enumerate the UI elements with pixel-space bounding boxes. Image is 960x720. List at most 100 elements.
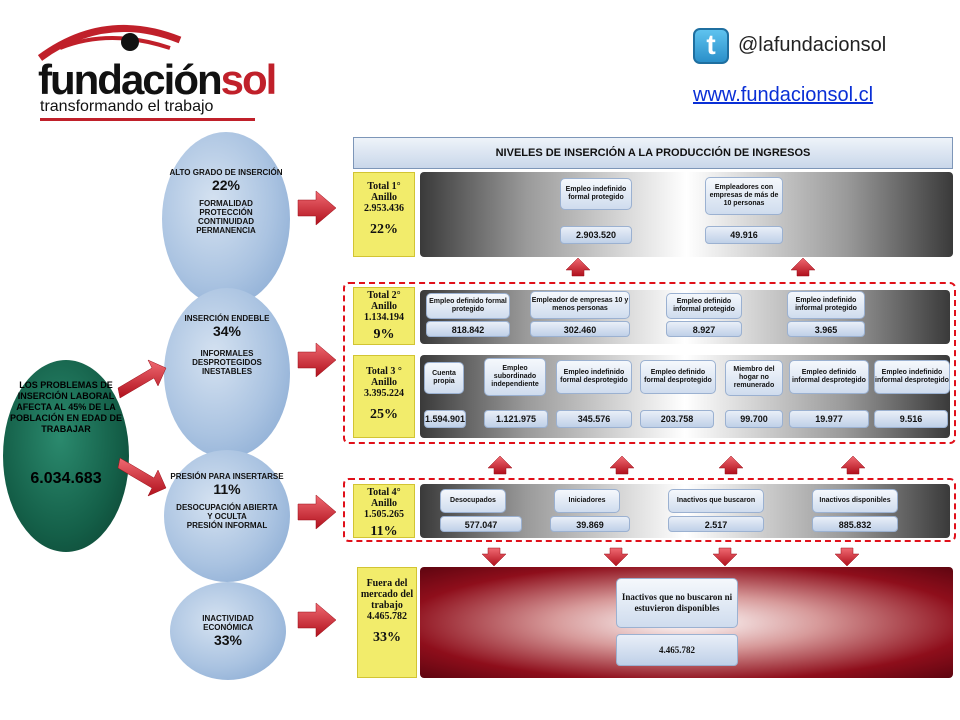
logo-wordmark: fundaciónsol bbox=[38, 56, 277, 103]
oval-title: PRESIÓN PARA INSERTARSE bbox=[170, 472, 284, 481]
ring-item-value: 203.758 bbox=[640, 410, 714, 428]
ring-item-value: 818.842 bbox=[426, 321, 510, 337]
diagram-title: NIVELES DE INSERCIÓN A LA PRODUCCIÓN DE … bbox=[353, 137, 953, 169]
ring-total: 1.134.194 bbox=[364, 312, 404, 323]
ring-item-value: 19.977 bbox=[789, 410, 869, 428]
main-problem-oval: LOS PROBLEMAS DE INSERCIÓN LABORAL AFECT… bbox=[3, 360, 129, 552]
ring-item-label: Miembro del hogar no remunerado bbox=[725, 360, 783, 396]
ring-total: 2.953.436 bbox=[364, 203, 404, 214]
main-problem-value: 6.034.683 bbox=[30, 470, 102, 487]
ring-label: Total 3 ° Anillo bbox=[366, 366, 402, 388]
oval-desc: DESOCUPACIÓN ABIERTA bbox=[176, 503, 278, 512]
arrow-diag-down-icon bbox=[117, 457, 167, 497]
arrow-down-icon bbox=[834, 547, 860, 567]
ring-item-label: Inactivos que no buscaron ni estuvieron … bbox=[616, 578, 738, 628]
ring-item-label: Empleo indefinido formal desprotegido bbox=[556, 360, 632, 394]
ring-label: Fuera del mercado del trabajo bbox=[360, 578, 414, 611]
logo-underline bbox=[40, 118, 255, 121]
oval-pct: 33% bbox=[213, 632, 243, 648]
ring-item-label: Inactivos que buscaron bbox=[668, 489, 764, 513]
ring-3-total-box: Total 3 ° Anillo 3.395.224 25% bbox=[353, 355, 415, 438]
logo-tagline: transformando el trabajo bbox=[40, 98, 214, 115]
ring-item-value: 39.869 bbox=[550, 516, 630, 532]
ring-item-label: Empleo definido formal protegido bbox=[426, 293, 510, 319]
ring-item-value: 2.903.520 bbox=[560, 226, 632, 244]
main-problem-label: LOS PROBLEMAS DE INSERCIÓN LABORAL AFECT… bbox=[9, 380, 122, 434]
ring-item-value: 2.517 bbox=[668, 516, 764, 532]
arrow-right-icon bbox=[297, 342, 337, 378]
ring-pct: 33% bbox=[373, 630, 401, 645]
ring-item-label: Empleador de empresas 10 y menos persona… bbox=[530, 291, 630, 319]
ring-item-value: 9.516 bbox=[874, 410, 948, 428]
ring-item-value: 99.700 bbox=[725, 410, 783, 428]
ring-item-label: Empleo definido informal protegido bbox=[666, 293, 742, 319]
oval-desc: INFORMALES bbox=[200, 349, 254, 358]
arrow-down-icon bbox=[712, 547, 738, 567]
arrow-up-icon bbox=[609, 455, 635, 475]
ring-pct: 9% bbox=[373, 327, 395, 342]
ring-item-label: Empleo subordinado independiente bbox=[484, 358, 546, 396]
oval-desc: PERMANENCIA bbox=[196, 226, 256, 235]
ring-item-label: Empleo definido formal desprotegido bbox=[640, 360, 716, 394]
ring-item-value: 885.832 bbox=[812, 516, 898, 532]
ring-item-value: 577.047 bbox=[440, 516, 522, 532]
oval-pct: 22% bbox=[211, 177, 241, 193]
ring-item-label: Empleo indefinido informal desprotegido bbox=[874, 360, 950, 394]
rings-2-3-group-border bbox=[343, 282, 956, 444]
oval-desc: CONTINUIDAD bbox=[198, 217, 254, 226]
ring-4-group-border bbox=[343, 478, 956, 542]
oval-desc: DESPROTEGIDOS bbox=[192, 358, 262, 367]
oval-presion: PRESIÓN PARA INSERTARSE 11% DESOCUPACIÓN… bbox=[164, 450, 290, 582]
arrow-down-icon bbox=[603, 547, 629, 567]
ring-total: 3.395.224 bbox=[364, 388, 404, 399]
oval-pct: 34% bbox=[212, 323, 242, 339]
oval-title: ALTO GRADO DE INSERCIÓN bbox=[169, 168, 283, 177]
ring-item-value: 8.927 bbox=[666, 321, 742, 337]
ring-item-label: Empleo definido informal desprotegido bbox=[789, 360, 869, 394]
arrow-up-icon bbox=[790, 257, 816, 277]
ring-label: Total 1° Anillo bbox=[367, 181, 401, 203]
arrow-right-icon bbox=[297, 190, 337, 226]
ring-item-value: 3.965 bbox=[787, 321, 865, 337]
oval-insercion-endeble: INSERCIÓN ENDEBLE 34% INFORMALES DESPROT… bbox=[164, 288, 290, 458]
ring-item-value: 4.465.782 bbox=[616, 634, 738, 666]
ring-item-value: 345.576 bbox=[556, 410, 632, 428]
ring-item-label: Empleadores con empresas de más de 10 pe… bbox=[705, 177, 783, 215]
ring-item-value: 1.594.901 bbox=[424, 410, 466, 428]
ring-pct: 22% bbox=[370, 222, 398, 237]
oval-title: INACTIVIDAD ECONÓMICA bbox=[202, 614, 254, 632]
ring-pct: 25% bbox=[370, 407, 398, 422]
ring-item-label: Empleo indefinido informal protegido bbox=[787, 291, 865, 319]
arrow-up-icon bbox=[565, 257, 591, 277]
arrow-right-icon bbox=[297, 602, 337, 638]
ring-total: 1.505.265 bbox=[364, 509, 404, 520]
twitter-handle[interactable]: @lafundacionsol bbox=[738, 34, 887, 56]
oval-alto-grado: ALTO GRADO DE INSERCIÓN 22% FORMALIDAD P… bbox=[162, 132, 290, 306]
ring-label: Total 4° Anillo bbox=[367, 487, 401, 509]
arrow-up-icon bbox=[840, 455, 866, 475]
arrow-up-icon bbox=[487, 455, 513, 475]
logo-eye-mark bbox=[37, 24, 182, 61]
oval-inactividad: INACTIVIDAD ECONÓMICA 33% bbox=[170, 582, 286, 680]
oval-title: INSERCIÓN ENDEBLE bbox=[184, 314, 270, 323]
oval-pct: 11% bbox=[213, 481, 241, 497]
ring-total: 4.465.782 bbox=[367, 611, 407, 622]
arrow-up-icon bbox=[718, 455, 744, 475]
arrow-right-icon bbox=[297, 494, 337, 530]
ring-item-label: Cuenta propia bbox=[424, 362, 464, 394]
oval-desc: Y OCULTA bbox=[207, 512, 247, 521]
ring-1-total-box: Total 1° Anillo 2.953.436 22% bbox=[353, 172, 415, 257]
oval-desc: FORMALIDAD bbox=[199, 199, 253, 208]
arrow-down-icon bbox=[481, 547, 507, 567]
ring-item-label: Desocupados bbox=[440, 489, 506, 513]
twitter-icon[interactable]: t bbox=[693, 28, 729, 64]
oval-desc: PROTECCIÓN bbox=[199, 208, 253, 217]
ring-2-total-box: Total 2° Anillo 1.134.194 9% bbox=[353, 287, 415, 345]
website-link[interactable]: www.fundacionsol.cl bbox=[693, 84, 874, 106]
ring-item-label: Inactivos disponibles bbox=[812, 489, 898, 513]
oval-desc: INESTABLES bbox=[201, 367, 253, 376]
ring-item-value: 1.121.975 bbox=[484, 410, 548, 428]
ring-item-label: Empleo indefinido formal protegido bbox=[560, 178, 632, 210]
ring-item-label: Iniciadores bbox=[554, 489, 620, 513]
